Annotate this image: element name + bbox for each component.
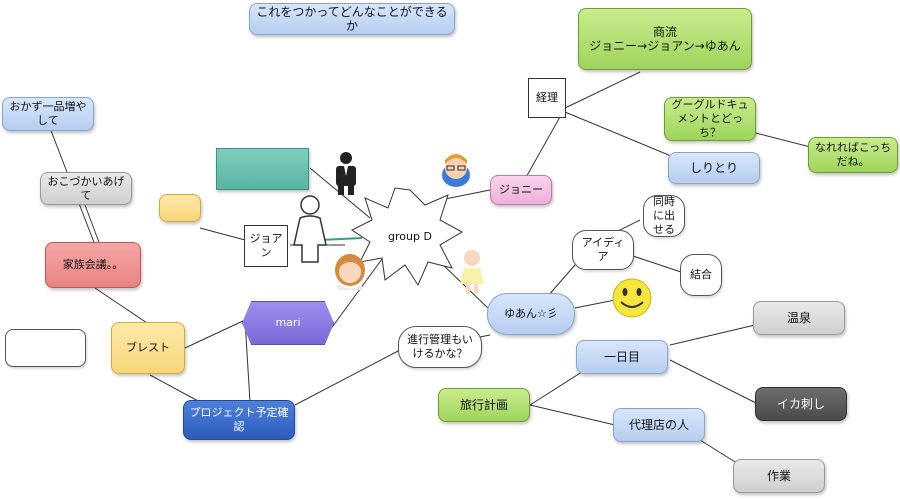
node-okazu: おかず一品増やして <box>2 97 94 131</box>
girl-face-icon <box>335 254 365 290</box>
node-teal-box <box>216 148 309 190</box>
node-speech-balloon <box>159 194 201 222</box>
node-joan: ジョアン <box>244 225 288 267</box>
node-ketsugo: 結合 <box>680 254 722 296</box>
center-label: group D <box>388 230 432 243</box>
person-glasses-icon <box>442 154 470 187</box>
smiley-icon <box>612 278 652 318</box>
node-shinko: 進行管理もいけるかな？ <box>398 326 482 368</box>
node-yuan: ゆあん☆彡 <box>487 293 575 335</box>
node-ryoko: 旅行計画 <box>438 388 530 422</box>
node-okozukai: おこづかいあげて <box>40 172 132 205</box>
node-doji: 同時に出せる <box>643 195 685 237</box>
woman-outline-icon <box>293 195 327 263</box>
node-ichinichime: 一日目 <box>576 340 668 374</box>
diagram-title: これをつかってどんなことができるか <box>249 3 455 35</box>
node-google-doc: グーグルドキュメントとどっち？ <box>664 97 756 141</box>
node-sagyo: 作業 <box>733 459 825 493</box>
node-keiri: 経理 <box>528 78 566 118</box>
node-shoryu: 商流 ジョニー→ジョアン→ゆあん <box>578 8 752 70</box>
node-kazoku: 家族会議。。 <box>45 242 141 288</box>
businessman-icon <box>336 152 356 195</box>
node-idea: アイディア <box>572 230 634 270</box>
node-onsen: 温泉 <box>753 301 845 335</box>
node-shiritori: しりとり <box>668 152 760 184</box>
node-dairiten: 代理店の人 <box>613 408 705 442</box>
node-mari: mari <box>242 301 334 345</box>
node-ikasashi: イカ刺し <box>755 387 847 421</box>
girl-figure-icon <box>460 250 484 294</box>
node-project: プロジェクト予定確認 <box>183 400 295 440</box>
node-brest: ブレスト <box>111 322 185 374</box>
node-nareba: なれればこっちだね。 <box>808 137 898 173</box>
node-johnny: ジョニー <box>490 175 552 205</box>
node-empty-box <box>5 329 86 367</box>
group-d-starburst <box>351 187 464 287</box>
